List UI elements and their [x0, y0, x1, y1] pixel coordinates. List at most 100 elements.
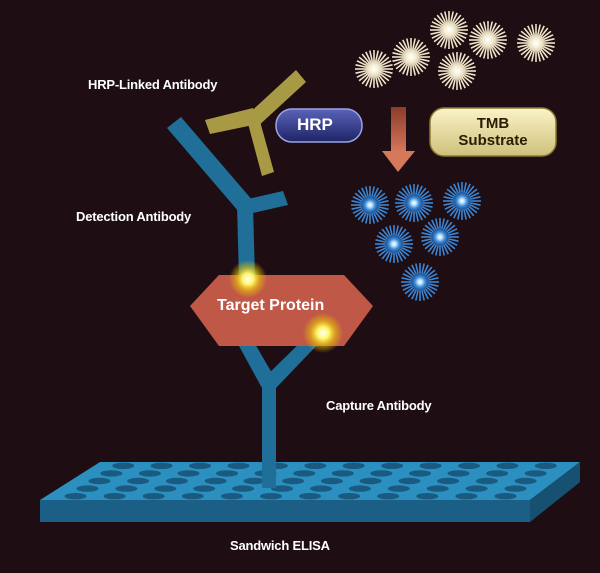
plate-well [243, 477, 266, 485]
detection-antibody-label: Detection Antibody [76, 209, 192, 224]
plate-well [496, 462, 519, 469]
plate-well [193, 485, 216, 492]
plate-well [465, 485, 488, 492]
plate-well [138, 470, 161, 477]
binding-glow-top [229, 260, 267, 298]
substrate-particle [517, 24, 555, 62]
oxidized-product-particles [351, 182, 481, 301]
plate-well [115, 485, 138, 492]
tmb-label-line1: TMB [476, 115, 510, 132]
substrate-particle [438, 52, 476, 90]
plate-well [416, 493, 439, 500]
sandwich-elisa-label: Sandwich ELISA [230, 538, 330, 553]
hrp-linked-antibody-label: HRP-Linked Antibody [88, 77, 218, 92]
plate-side-edge [530, 462, 580, 522]
plate-well [359, 477, 382, 485]
detection-antibody-stem [237, 206, 255, 278]
plate-well [271, 485, 293, 492]
plate-wells [64, 462, 557, 500]
tmb-label-line2: Substrate [458, 132, 528, 149]
reaction-arrow [382, 107, 415, 172]
plate-well [409, 470, 431, 477]
plate-well [227, 462, 250, 469]
plate-well [331, 470, 354, 477]
plate-well [88, 477, 111, 485]
product-particle [395, 184, 433, 222]
plate-well [398, 477, 421, 485]
hrp-antibody-stem [246, 114, 274, 176]
plate-well [534, 462, 557, 469]
hrp-label: HRP [297, 115, 333, 134]
plate-well [320, 477, 343, 485]
hrp-antibody-upper-arm [244, 70, 306, 128]
plate-front-edge [40, 500, 530, 522]
substrate-particle [469, 21, 507, 59]
plate-well [216, 470, 238, 477]
plate-well [204, 477, 227, 485]
capture-antibody-stem [262, 383, 276, 488]
plate-well [220, 493, 243, 500]
plate-well [387, 485, 410, 492]
plate-well [426, 485, 449, 492]
hrp-linked-antibody [205, 70, 306, 176]
capture-antibody-label: Capture Antibody [326, 398, 432, 413]
product-particle [351, 186, 389, 224]
substrate-particle [430, 11, 468, 49]
plate-well [494, 493, 517, 500]
plate-well [524, 470, 547, 477]
plate-well [165, 477, 188, 485]
detection-antibody-long-arm [167, 117, 253, 212]
target-protein-label: Target Protein [217, 297, 325, 314]
plate-well [100, 470, 123, 477]
tmb-substrate-badge [429, 107, 557, 157]
plate-well [419, 462, 442, 469]
plate-well [76, 485, 99, 492]
hrp-antibody-lower-arm [205, 108, 258, 134]
plate-well [64, 493, 87, 500]
detection-antibody [167, 117, 288, 278]
plate-well [342, 462, 365, 469]
substrate-particle [355, 50, 393, 88]
plate-well [304, 462, 327, 469]
plate-well [348, 485, 371, 492]
plate-well [338, 493, 361, 500]
plate-well [370, 470, 393, 477]
plate-well [103, 493, 126, 500]
tmb-substrate-particles [355, 11, 555, 90]
product-particle [421, 218, 459, 256]
plate-well [299, 493, 321, 500]
plate-well [260, 493, 282, 500]
plate-well [475, 477, 498, 485]
capture-antibody-right-arm [262, 335, 319, 388]
product-particle [375, 225, 413, 263]
plate-well [447, 470, 470, 477]
plate-well [293, 470, 316, 477]
plate-well [437, 477, 460, 485]
product-particle [401, 263, 439, 301]
plate-well [377, 493, 400, 500]
tmb-substrate-label: TMB Substrate [430, 115, 556, 149]
plate-well [150, 462, 173, 469]
plate-well [112, 462, 135, 469]
plate-well [514, 477, 537, 485]
plate-well [486, 470, 509, 477]
plate-well [127, 477, 150, 485]
substrate-particle [392, 38, 430, 76]
plate-well [282, 477, 305, 485]
plate-well [504, 485, 527, 492]
plate-well [455, 493, 478, 500]
plate-well [177, 470, 200, 477]
hrp-badge [275, 108, 363, 143]
plate-well [142, 493, 165, 500]
product-particle [443, 182, 481, 220]
plate-well [458, 462, 480, 469]
plate-well [232, 485, 255, 492]
plate-well [381, 462, 404, 469]
plate-well [154, 485, 177, 492]
plate-well [181, 493, 204, 500]
microplate [40, 462, 580, 522]
binding-glow-bottom [303, 313, 343, 353]
plate-well [189, 462, 211, 469]
